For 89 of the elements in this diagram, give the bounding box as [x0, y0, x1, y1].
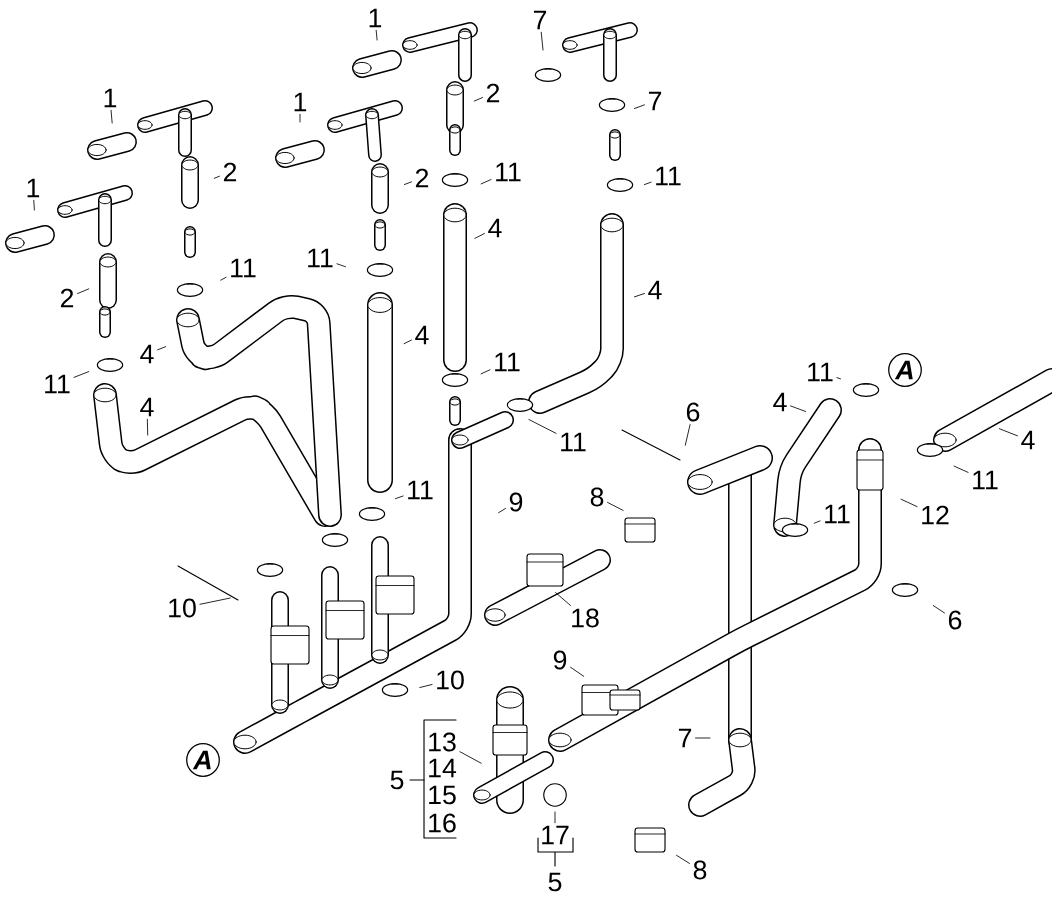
callout-number: 11 — [45, 374, 70, 394]
callout-number: 4 — [140, 397, 154, 417]
leader-line — [813, 520, 821, 524]
callout-number: 11 — [231, 258, 256, 278]
leader-line — [395, 495, 404, 500]
callout-number: 8 — [693, 860, 707, 880]
leader-line — [474, 233, 485, 239]
leader-line — [684, 424, 691, 446]
callout-number: 2 — [486, 83, 500, 103]
callout-number: 4 — [415, 325, 429, 345]
callout-number: 9 — [553, 650, 567, 670]
leader-line — [33, 199, 35, 211]
callout-number: 5 — [390, 770, 404, 790]
callout-number: 11 — [825, 504, 850, 524]
callout-number: 4 — [648, 280, 662, 300]
callout-number: 11 — [656, 166, 681, 186]
leader-line — [676, 854, 690, 864]
callout-number: 11 — [408, 480, 433, 500]
callout-number: 11 — [973, 470, 998, 490]
leader-line — [570, 666, 585, 677]
callout-number: 12 — [922, 505, 949, 525]
leader-line — [480, 179, 492, 185]
callout-number: 2 — [415, 168, 429, 188]
callout-number: 7 — [533, 10, 547, 30]
leader-line — [644, 181, 652, 185]
callout-number: 18 — [572, 608, 599, 628]
leader-line — [336, 263, 346, 268]
callout-number: 4 — [140, 344, 154, 364]
leader-line — [634, 293, 645, 298]
leader-line — [498, 508, 506, 514]
leader-line — [73, 371, 90, 378]
callout-number: 7 — [678, 728, 692, 748]
callout-number: 2 — [223, 162, 237, 182]
callout-number: 4 — [1021, 430, 1035, 450]
leader-line — [419, 684, 433, 688]
callout-number: 15 — [429, 785, 456, 805]
leader-line — [540, 31, 544, 51]
leader-line — [299, 113, 301, 123]
callout-number: 6 — [686, 402, 700, 422]
leader-line — [480, 369, 491, 375]
callout-number: 1 — [294, 92, 307, 112]
leader-line — [77, 288, 90, 294]
callout-number: 4 — [488, 218, 502, 238]
leader-line — [998, 428, 1018, 437]
callout-number: 9 — [509, 492, 523, 512]
leader-line — [375, 29, 378, 41]
leader-line — [932, 605, 945, 614]
callout-number: 8 — [590, 487, 604, 507]
leader-line — [213, 175, 220, 179]
callout-number: 1 — [27, 178, 40, 198]
callout-number: 1 — [369, 8, 382, 28]
leader-line — [900, 498, 918, 508]
leader-line — [836, 377, 841, 380]
callout-number: 11 — [308, 248, 333, 268]
callout-number: 10 — [437, 670, 464, 690]
leader-line — [459, 751, 482, 764]
leader-line — [403, 181, 412, 185]
callout-number: 10 — [169, 598, 196, 618]
leader-line — [953, 465, 969, 473]
leader-line — [528, 419, 557, 434]
leader-line — [157, 346, 167, 351]
callout-number: 11 — [495, 352, 520, 372]
leader-line — [220, 276, 227, 281]
callout-number: 17 — [542, 825, 569, 845]
callout-number: 6 — [948, 610, 962, 630]
leader-line — [473, 97, 483, 102]
callout-number: 4 — [773, 392, 787, 412]
leader-line — [607, 502, 624, 511]
callout-number: 14 — [429, 758, 457, 778]
callout-number: 13 — [429, 732, 456, 752]
leader-line — [695, 737, 711, 739]
leader-line — [110, 109, 113, 124]
callout-number: 5 — [548, 872, 562, 892]
connection-mark: A — [888, 353, 922, 387]
leader-line — [790, 405, 807, 412]
leader-line — [554, 811, 556, 824]
leader-line — [146, 418, 149, 436]
leader-line — [403, 339, 412, 345]
callout-number: 11 — [561, 432, 586, 452]
leader-line — [555, 592, 571, 606]
connection-mark: A — [186, 743, 220, 777]
callout-number: 11 — [808, 362, 833, 382]
leader-line — [634, 104, 645, 109]
callout-number: 11 — [496, 162, 521, 182]
callout-number: 1 — [104, 88, 117, 108]
leader-line — [199, 597, 231, 605]
callout-number: 16 — [429, 813, 456, 833]
callout-number: 7 — [648, 91, 662, 111]
callout-number: 2 — [60, 288, 74, 308]
